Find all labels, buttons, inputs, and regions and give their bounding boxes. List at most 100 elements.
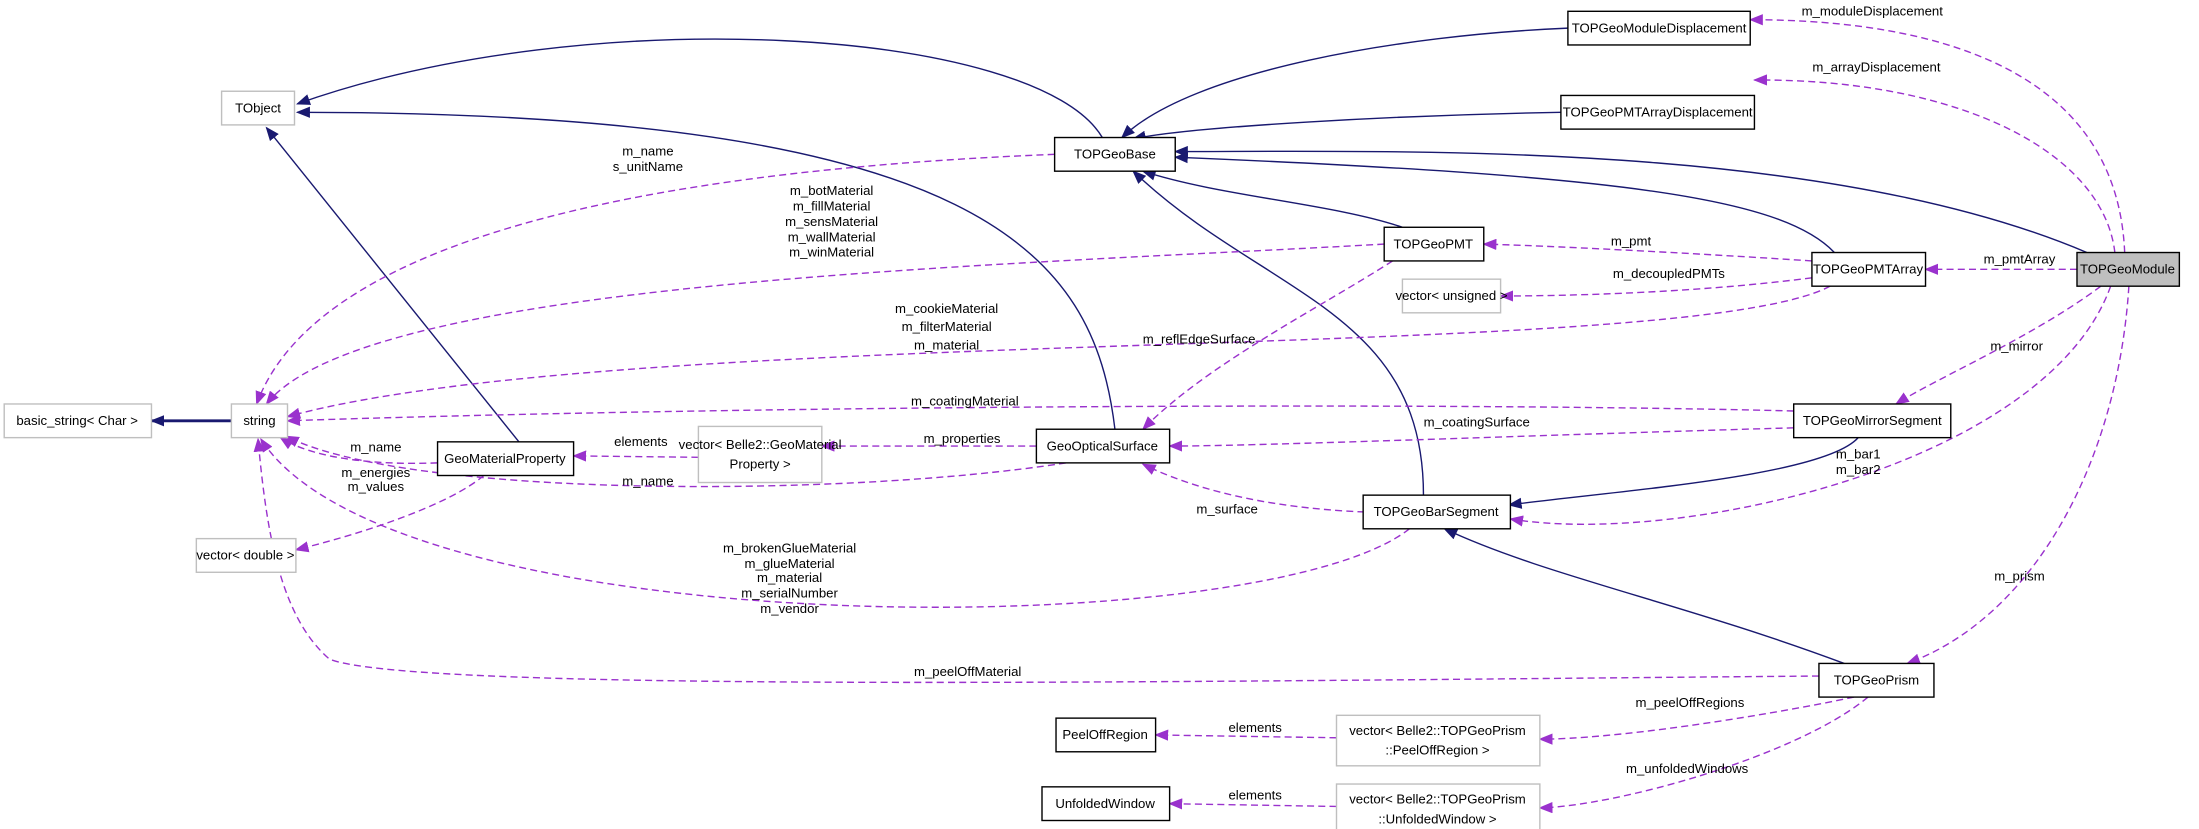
edge-label: m_arrayDisplacement — [1812, 60, 1940, 75]
node-topgeobarsegment[interactable]: TOPGeoBarSegment — [1362, 494, 1512, 530]
node-label: TOPGeoBase — [1074, 147, 1156, 162]
edge-label: m_coatingSurface — [1424, 414, 1530, 429]
node-label: vector< double > — [196, 548, 294, 563]
node-tobject[interactable]: TObject — [220, 90, 296, 126]
edge-label: m_fillMaterial — [793, 198, 871, 213]
node-topgeopmtarraydisplacement[interactable]: TOPGeoPMTArrayDisplacement — [1560, 94, 1756, 130]
node-string[interactable]: string — [230, 403, 289, 439]
edge-pmtarray-string — [286, 285, 1831, 419]
edge-label: s_unitName — [613, 159, 683, 174]
edge-module-moduledisplacement — [1748, 14, 2126, 253]
edge-label: m_botMaterial — [790, 183, 874, 198]
edge-label: m_prism — [1994, 569, 2045, 584]
edge-vectorpeeloff-peeloffregion — [1154, 729, 1337, 741]
edge-pmtarraydisplacement-topgeobase — [1131, 111, 1561, 142]
edge-geomaterialproperty-vectordouble — [294, 474, 485, 553]
node-label: GeoMaterialProperty — [444, 451, 566, 466]
edge-topgeobase-string — [255, 153, 1055, 406]
node-vector-unsigned[interactable]: vector< unsigned > — [1395, 278, 1508, 314]
edge-topgeopmtarray-topgeobase — [1173, 152, 1835, 254]
node-topgeopmtarray[interactable]: TOPGeoPMTArray — [1811, 251, 1927, 287]
node-label: TOPGeoModule — [2080, 262, 2175, 277]
node-topgeopmt[interactable]: TOPGeoPMT — [1383, 226, 1485, 262]
node-label: vector< Belle2::TOPGeoPrism — [1349, 792, 1526, 807]
edge-module-prism — [1905, 286, 2130, 665]
edge-geoopticalsurface-tobject — [295, 106, 1116, 430]
edge-label: m_name — [622, 473, 673, 488]
node-label: ::UnfoldedWindow > — [1378, 811, 1497, 826]
node-label: TOPGeoPMTArray — [1813, 262, 1923, 277]
node-vector-peeloffregion[interactable]: vector< Belle2::TOPGeoPrism::PeelOffRegi… — [1335, 714, 1541, 767]
node-geoopticalsurface[interactable]: GeoOpticalSurface — [1035, 428, 1171, 464]
edge-label: m_energies — [341, 465, 410, 480]
node-geomaterialproperty[interactable]: GeoMaterialProperty — [436, 441, 575, 477]
inheritance-edges — [150, 27, 2088, 665]
edge-label: m_decoupledPMTs — [1613, 266, 1725, 281]
node-vector-double[interactable]: vector< double > — [195, 537, 297, 573]
edge-label: m_serialNumber — [741, 586, 838, 601]
node-label: vector< unsigned > — [1395, 288, 1507, 303]
edge-label: m_cookieMaterial — [895, 301, 998, 316]
edge-label: m_name — [350, 440, 401, 455]
node-label: TOPGeoPrism — [1834, 672, 1919, 687]
edge-module-mirror — [1894, 285, 2102, 405]
edge-moduledisplacement-topgeobase — [1120, 27, 1568, 139]
edge-pmt-geoopticalsurface — [1141, 260, 1393, 431]
edge-label: m_properties — [924, 431, 1001, 446]
edge-prism-string — [253, 437, 1819, 684]
node-label: basic_string< Char > — [16, 413, 138, 428]
node-vector-unfoldedwindow[interactable]: vector< Belle2::TOPGeoPrism::UnfoldedWin… — [1335, 783, 1541, 829]
edge-label: m_brokenGlueMaterial — [723, 541, 856, 556]
edge-geoopticalsurface-string — [284, 435, 1066, 488]
edge-mirror-string — [286, 405, 1794, 426]
edge-label: elements — [1228, 787, 1282, 802]
edge-label: m_material — [914, 337, 979, 352]
edge-vectorunfolded-unfoldedwindow — [1168, 798, 1337, 810]
edge-topgeobase-tobject — [295, 38, 1103, 138]
edge-label: m_moduleDisplacement — [1802, 4, 1944, 19]
edge-label: m_pmt — [1611, 234, 1652, 249]
node-topgeomoduledisplacement[interactable]: TOPGeoModuleDisplacement — [1567, 10, 1751, 46]
node-label: vector< Belle2::TOPGeoPrism — [1349, 723, 1526, 738]
node-label: vector< Belle2::GeoMaterial — [679, 437, 842, 452]
edge-topgeopmt-topgeobase — [1141, 169, 1403, 228]
node-label: TOPGeoPMT — [1394, 236, 1474, 251]
node-label: TOPGeoPMTArrayDisplacement — [1563, 104, 1753, 119]
edge-mirrorsegment-barsegment — [1507, 437, 1859, 509]
edge-label: m_values — [348, 479, 405, 494]
edge-label: m_mirror — [1990, 339, 2043, 354]
node-basic-string[interactable]: basic_string< Char > — [3, 403, 153, 439]
edge-prism-vectorunfolded — [1538, 696, 1869, 814]
node-peeloffregion[interactable]: PeelOffRegion — [1055, 717, 1157, 753]
edge-label: m_bar1 — [1836, 447, 1881, 462]
node-label: Property > — [730, 456, 791, 471]
node-vector-geomaterialproperty[interactable]: vector< Belle2::GeoMaterialProperty > — [679, 425, 842, 484]
edge-geomaterialproperty-string — [279, 436, 438, 465]
node-topgeomodule[interactable]: TOPGeoModule — [2076, 251, 2181, 287]
edge-label: m_peelOffRegions — [1635, 695, 1744, 710]
edge-module-arraydisplacement — [1753, 74, 2116, 253]
edge-barsegment-string — [260, 437, 1410, 608]
node-topgeoprism[interactable]: TOPGeoPrism — [1818, 662, 1935, 698]
edge-prism-barsegment — [1443, 528, 1845, 665]
node-topgeomirrorsegment[interactable]: TOPGeoMirrorSegment — [1792, 403, 1952, 439]
node-topgeobase[interactable]: TOPGeoBase — [1053, 136, 1176, 172]
edge-label: m_surface — [1196, 501, 1258, 516]
node-label: TOPGeoModuleDisplacement — [1572, 20, 1747, 35]
node-label: TOPGeoBarSegment — [1374, 504, 1499, 519]
edge-geomaterialproperty-tobject — [265, 126, 520, 443]
edge-pmtarray-pmt — [1482, 238, 1812, 262]
edge-mirror-geoopticalsurface — [1168, 427, 1794, 452]
edge-label: m_peelOffMaterial — [914, 664, 1021, 679]
edge-label: elements — [1228, 720, 1282, 735]
node-unfoldedwindow[interactable]: UnfoldedWindow — [1041, 786, 1171, 822]
node-label: TObject — [235, 100, 281, 115]
node-label: TOPGeoMirrorSegment — [1803, 413, 1942, 428]
edge-barsegment-geoopticalsurface — [1141, 463, 1365, 513]
edge-label: m_pmtArray — [1984, 252, 2056, 267]
edge-label: m_name — [622, 144, 673, 159]
edge-label: m_vendor — [760, 601, 819, 616]
node-label: PeelOffRegion — [1062, 727, 1147, 742]
edge-label: m_winMaterial — [789, 245, 874, 260]
edge-label: m_coatingMaterial — [911, 393, 1019, 408]
